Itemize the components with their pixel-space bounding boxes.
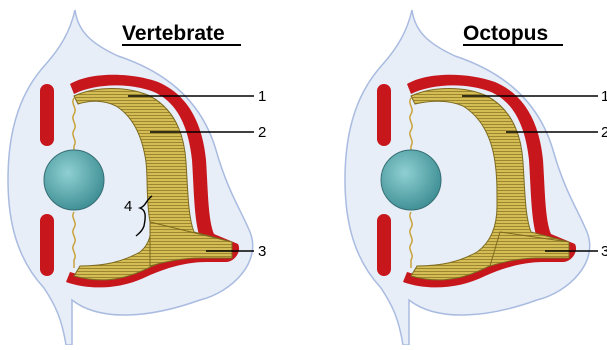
octopus-title: Octopus: [463, 22, 548, 45]
vertebrate-iris-lower: [40, 214, 54, 276]
vertebrate-label-3: 3: [258, 243, 266, 260]
vertebrate-iris-upper: [40, 84, 54, 146]
vertebrate-label-1: 1: [258, 88, 266, 105]
octopus-label-2: 2: [601, 124, 607, 141]
vertebrate-title: Vertebrate: [122, 22, 225, 45]
octopus-label-3: 3: [601, 243, 607, 260]
vertebrate-label-2: 2: [258, 124, 266, 141]
vertebrate-lens: [44, 150, 104, 210]
octopus-label-1: 1: [601, 88, 607, 105]
vertebrate-label-4: 4: [124, 198, 132, 215]
octopus-iris-lower: [377, 214, 391, 276]
vertebrate-panel: Vertebrate 1 2 3 4: [8, 10, 266, 345]
octopus-iris-upper: [377, 84, 391, 146]
octopus-lens: [381, 150, 441, 210]
octopus-panel: Octopus 1 2 3: [345, 10, 607, 345]
